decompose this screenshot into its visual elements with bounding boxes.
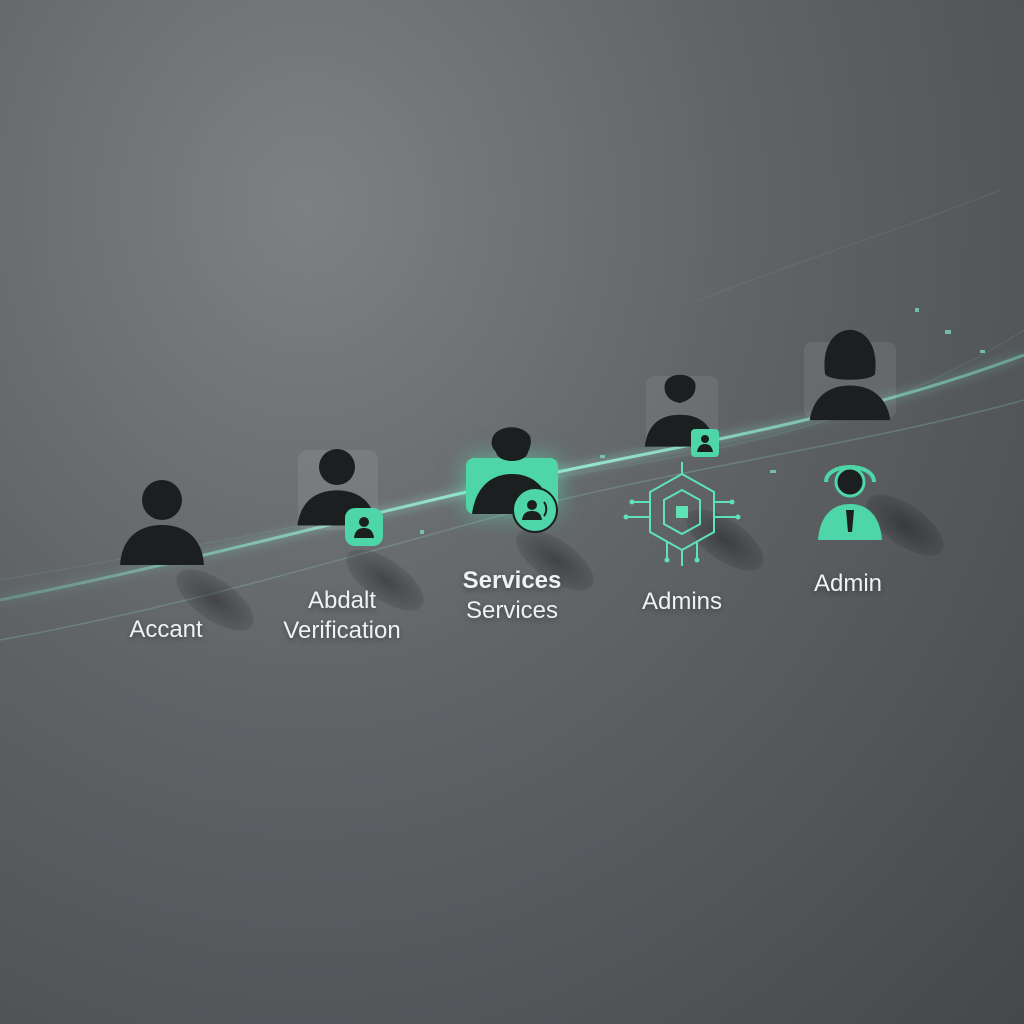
step-1-label: Accant (129, 616, 203, 643)
step-2-label: Abdalt Verification (283, 587, 401, 644)
step-3-label: Services Services (462, 567, 562, 624)
circuit-chip-icon (623, 462, 741, 566)
step-5-label: Admin (813, 570, 883, 597)
user-card-icon (691, 429, 719, 457)
headset-user-icon (818, 465, 882, 540)
user-voice-icon (512, 487, 558, 533)
person-silhouette-icon (809, 329, 891, 421)
person-silhouette-icon (120, 480, 204, 565)
step-4-label: Admins (641, 588, 723, 615)
user-id-icon (345, 508, 383, 546)
